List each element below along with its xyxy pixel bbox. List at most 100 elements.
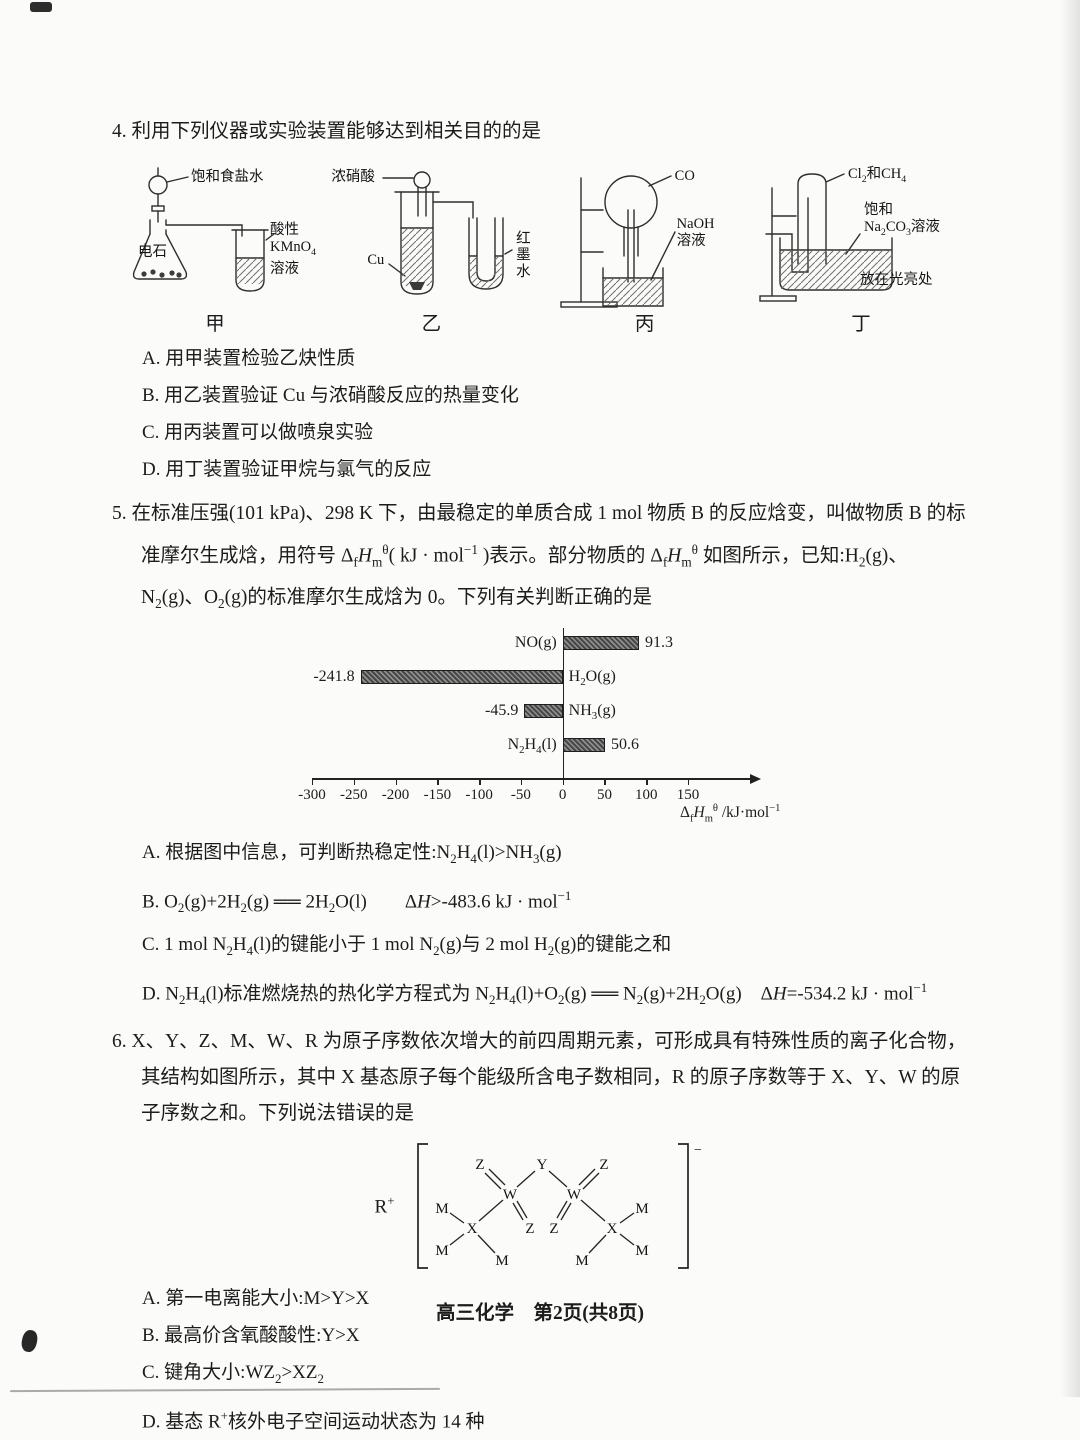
atom-z3: Z	[526, 1221, 535, 1237]
q4-options: A. 用甲装置检验乙炔性质 B. 用乙装置验证 Cu 与浓硝酸反应的热量变化 C…	[142, 340, 970, 488]
apparatus-yi: 浓硝酸 Cu 红墨水 乙	[325, 164, 537, 336]
chart-bar	[360, 670, 563, 685]
chart-tick-mark	[353, 779, 356, 785]
chart-bar	[524, 704, 563, 719]
chart-category-label: NH3(g)	[568, 702, 616, 723]
atom-m1: M	[436, 1201, 449, 1217]
q4-option-a: A. 用甲装置检验乙炔性质	[142, 348, 356, 369]
annotation-cu: Cu	[367, 252, 385, 268]
apparatus-yi-drawing	[382, 171, 514, 295]
chart-tick-label: -250	[340, 787, 368, 804]
chart-tick-label: 0	[558, 787, 567, 804]
q5-options: A. 根据图中信息，可判断热稳定性:N2H4(l)>NH3(g) B. O2(g…	[142, 834, 970, 1018]
apparatus-label-yi: 乙	[421, 314, 442, 335]
q5-chart-axis: ΔfHmθ /kJ·mol−1 -300 -250 -200 -150 -100 -50 0…	[298, 774, 852, 830]
chart-tick-mark	[562, 779, 565, 785]
chart-tick-label: -150	[423, 787, 452, 804]
chart-tick-label: 50	[596, 787, 612, 804]
atom-x1: X	[467, 1221, 478, 1237]
atom-m2: M	[436, 1243, 449, 1259]
q6-structure: R+ − Z	[375, 1136, 708, 1276]
apparatus-ding-drawing	[759, 173, 893, 302]
chart-tick-mark	[479, 779, 481, 785]
chart-bar	[562, 738, 605, 753]
apparatus-label-jia: 甲	[205, 314, 225, 335]
atom-m6: M	[576, 1253, 589, 1269]
atom-z4: Z	[550, 1221, 559, 1237]
chart-tick-mark	[688, 779, 690, 785]
q5-stem: 5. 在标准压强(101 kPa)、298 K 下，由最稳定的单质合成 1 mo…	[112, 503, 966, 612]
q5-option-a: A. 根据图中信息，可判断热稳定性:N2H4(l)>NH3(g)	[142, 842, 562, 867]
annotation-cl2-ch4: Cl2和CH4	[847, 166, 907, 185]
chart-tick-label: -50	[510, 787, 531, 804]
structure-charge: −	[695, 1143, 703, 1158]
chart-bar	[562, 636, 639, 651]
atom-z2: Z	[600, 1157, 609, 1173]
q4-option-b: B. 用乙装置验证 Cu 与浓硝酸反应的热量变化	[142, 385, 519, 406]
scan-artifact-bottom-left	[19, 1328, 40, 1354]
chart-category-label: H2O(g)	[568, 668, 616, 689]
q5-option-b: B. O2(g)+2H2(g) ══ 2H2O(l) ΔH>-483.6 kJ …	[142, 888, 572, 916]
apparatus-bing-drawing	[559, 175, 676, 308]
q6-option-a: A. 第一电离能大小:M>Y>X	[142, 1288, 370, 1310]
x-axis-line	[312, 778, 750, 780]
q5-option-c: C. 1 mol N2H4(l)的键能小于 1 mol N2(g)与 2 mol…	[142, 934, 672, 958]
chart-tick-label: -300	[298, 787, 326, 804]
chart-tick-mark	[520, 779, 523, 785]
annotation-saturated-brine: 饱和食盐水	[191, 169, 264, 185]
q6-option-c: C. 键角大小:WZ2>XZ2	[142, 1362, 324, 1386]
atom-m3: M	[496, 1253, 509, 1269]
scan-artifact-top-left	[30, 2, 52, 12]
annotation-red-ink: 红墨水	[513, 230, 530, 280]
chart-tick-mark	[395, 779, 397, 785]
structure-cation: R+	[374, 1193, 395, 1218]
chart-tick-mark	[312, 779, 314, 785]
atom-z1: Z	[476, 1157, 485, 1173]
atom-x2: X	[607, 1221, 618, 1237]
chart-zero-axis	[562, 628, 565, 779]
q4-stem: 4. 利用下列仪器或实验装置能够达到相关目的的是	[112, 121, 542, 142]
apparatus-label-ding: 丁	[851, 314, 871, 335]
atom-m4: M	[636, 1201, 649, 1217]
chart-category-label: NO(g)	[514, 634, 557, 652]
bonds	[450, 1168, 635, 1254]
scan-edge-shade	[1060, 0, 1080, 1397]
q4-option-c: C. 用丙装置可以做喷泉实验	[142, 422, 374, 443]
page-footer: 高三化学 第2页(共8页)	[436, 1303, 644, 1324]
atom-w1: W	[503, 1187, 518, 1203]
x-axis-label: ΔfHmθ /kJ·mol−1	[680, 803, 781, 825]
atom-y: Y	[537, 1157, 548, 1173]
atom-w2: W	[567, 1187, 582, 1203]
chart-value-label: -241.8	[313, 668, 355, 686]
chart-tick-label: -200	[381, 787, 410, 804]
chart-value-label: -45.9	[485, 702, 519, 720]
annotation-co: CO	[674, 168, 695, 184]
exam-page-content: 4. 利用下列仪器或实验装置能够达到相关目的的是	[112, 114, 970, 1440]
apparatus-label-bing: 丙	[634, 314, 655, 335]
q4-option-d: D. 用丁装置验证甲烷与氯气的反应	[142, 459, 432, 480]
chart-tick-label: 150	[676, 787, 700, 804]
chart-value-label: 91.3	[644, 634, 673, 652]
q6-option-d: D. 基态 R+核外电子空间运动状态为 14 种	[142, 1407, 485, 1433]
q6-stem: 6. X、Y、Z、M、W、R 为原子序数依次增大的前四周期元素，可形成具有特殊性…	[112, 1031, 967, 1125]
chart-tick-mark	[604, 779, 606, 785]
chart-tick-label: -100	[465, 787, 493, 804]
chart-value-label: 50.6	[610, 736, 639, 754]
atom-m5: M	[636, 1243, 649, 1259]
chart-category-label: N2H4(l)	[507, 736, 557, 757]
annotation-bright-place: 放在光亮处	[859, 272, 933, 288]
chart-tick-mark	[437, 779, 439, 785]
annotation-calcium-carbide: 电石	[138, 244, 167, 260]
q5-option-d: D. N2H4(l)标准燃烧热的热化学方程式为 N2H4(l)+O2(g) ══…	[142, 980, 928, 1008]
x-axis-arrow-icon	[750, 774, 761, 785]
right-bracket	[678, 1143, 690, 1269]
apparatus-jia-drawing	[132, 167, 275, 292]
